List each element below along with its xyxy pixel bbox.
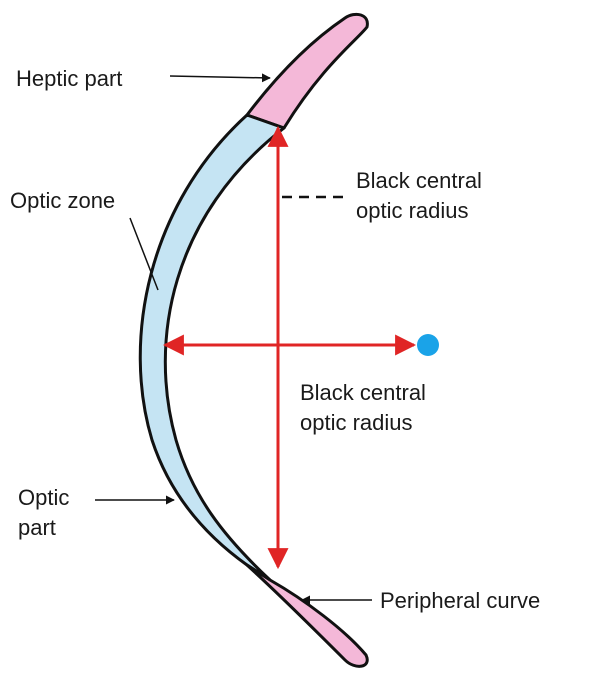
radius-lower-label-line1: Black central (300, 380, 426, 405)
optic-zone-label: Optic zone (10, 188, 115, 213)
lower-peripheral-curve (245, 563, 369, 668)
optic-zone-body (138, 113, 286, 582)
optic-zone-pointer (129, 217, 159, 291)
optic-part-label-line1: Optic (18, 485, 69, 510)
radius-lower-label-line2: optic radius (300, 410, 413, 435)
peripheral-curve-label: Peripheral curve (380, 588, 540, 613)
upper-haptic-part (245, 12, 369, 130)
radius-upper-label-line1: Black central (356, 168, 482, 193)
optic-part-label-line2: part (18, 515, 56, 540)
heptic-part-label: Heptic part (16, 66, 122, 91)
heptic-part-pointer (169, 73, 271, 83)
radius-upper-label-line2: optic radius (356, 198, 469, 223)
center-point (417, 334, 439, 356)
